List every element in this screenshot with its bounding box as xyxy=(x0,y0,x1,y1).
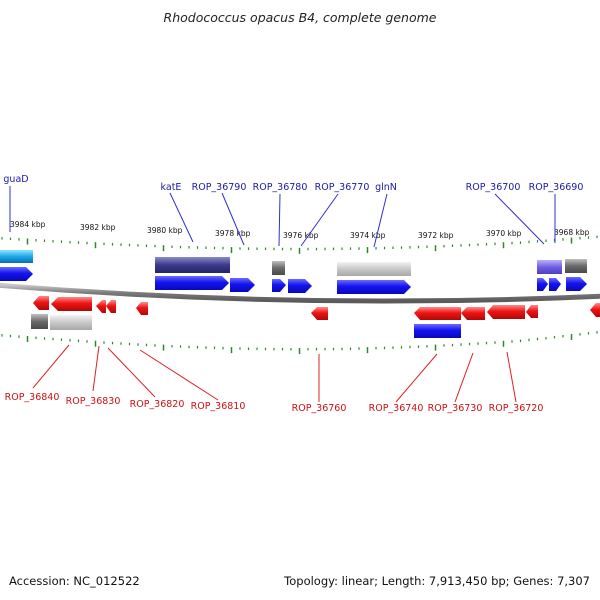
gene-label-rop-36760: ROP_36760 xyxy=(292,403,347,414)
gene-arrow-forward xyxy=(272,279,286,292)
gene-label-rop-36700: ROP_36700 xyxy=(466,182,521,193)
gene-label-rop-36780: ROP_36780 xyxy=(253,182,308,193)
upper-tick-track xyxy=(1,235,598,254)
scale-label: 3976 kbp xyxy=(283,231,319,240)
leader-line xyxy=(169,192,194,243)
gene-arrow-reverse xyxy=(51,297,92,311)
gene-arrow-reverse xyxy=(590,303,600,317)
lower-feature-track xyxy=(31,314,92,330)
leader-line xyxy=(221,192,245,246)
gene-label-guad: guaD xyxy=(3,174,28,185)
scale-label: 3978 kbp xyxy=(215,229,251,238)
gene-block-forward xyxy=(414,324,461,338)
gene-arrow-reverse xyxy=(526,305,538,318)
leader-line xyxy=(506,351,517,403)
gene-arrow-forward xyxy=(155,276,229,290)
scale-label: 3972 kbp xyxy=(418,231,454,240)
feature-block xyxy=(155,257,230,273)
gene-arrow-reverse xyxy=(414,307,461,320)
gene-label-rop-36830: ROP_36830 xyxy=(66,396,121,407)
leader-line xyxy=(395,353,438,403)
gene-arrow-forward xyxy=(549,278,561,291)
gene-arrow-reverse xyxy=(487,305,525,319)
scale-labels: 3984 kbp 3982 kbp 3980 kbp 3978 kbp 3976… xyxy=(10,220,590,240)
leader-line xyxy=(278,193,281,247)
gene-label-kate: katE xyxy=(161,182,182,193)
upper-feature-track xyxy=(0,250,587,276)
feature-block xyxy=(272,261,285,275)
genome-summary-text: Topology: linear; Length: 7,913,450 bp; … xyxy=(284,574,590,588)
leader-line xyxy=(494,193,545,245)
gene-arrow-reverse xyxy=(96,300,106,313)
gene-label-rop-36790: ROP_36790 xyxy=(192,182,247,193)
leader-line xyxy=(300,193,339,247)
leader-line xyxy=(92,345,100,392)
forward-gene-track xyxy=(0,267,587,338)
scale-label: 3970 kbp xyxy=(486,229,522,238)
gene-label-rop-36810: ROP_36810 xyxy=(191,401,246,412)
leader-line xyxy=(107,347,156,398)
gene-label-rop-36690: ROP_36690 xyxy=(529,182,584,193)
leader-line xyxy=(32,344,70,389)
leader-line xyxy=(139,349,219,401)
scale-label: 3984 kbp xyxy=(10,220,46,229)
page-title: Rhodococcus opacus B4, complete genome xyxy=(163,10,437,25)
gene-label-rop-36730: ROP_36730 xyxy=(428,403,483,414)
scale-label: 3980 kbp xyxy=(147,226,183,235)
leader-line xyxy=(373,193,388,248)
scale-label: 3974 kbp xyxy=(350,231,386,240)
gene-arrow-reverse xyxy=(311,307,328,320)
gene-label-rop-36840: ROP_36840 xyxy=(5,392,60,403)
gene-arrow-reverse xyxy=(33,296,49,310)
scale-label: 3968 kbp xyxy=(554,228,590,237)
gene-arrow-forward xyxy=(337,280,411,294)
feature-block xyxy=(337,262,411,276)
feature-block xyxy=(565,259,587,273)
lower-tick-track xyxy=(1,331,598,354)
gene-arrow-reverse xyxy=(461,307,485,320)
reverse-gene-track xyxy=(33,296,600,320)
gene-arrow-forward xyxy=(537,278,548,291)
scale-label: 3982 kbp xyxy=(80,223,116,232)
accession-text: Accession: NC_012522 xyxy=(9,574,140,588)
gene-arrow-reverse xyxy=(106,300,116,313)
gene-label-rop-36720: ROP_36720 xyxy=(489,403,544,414)
gene-label-rop-36770: ROP_36770 xyxy=(315,182,370,193)
genome-backbone xyxy=(0,282,600,304)
leader-line xyxy=(454,352,474,403)
gene-arrow-forward xyxy=(288,279,312,293)
gene-arrow-forward xyxy=(0,267,33,281)
gene-label-glnn: glnN xyxy=(375,182,397,193)
gene-arrow-forward xyxy=(230,278,255,292)
top-gene-labels: guaD katE ROP_36790 ROP_36780 ROP_36770 … xyxy=(3,174,583,193)
gene-arrow-reverse xyxy=(136,302,148,315)
feature-block xyxy=(537,260,562,274)
gene-label-rop-36740: ROP_36740 xyxy=(369,403,424,414)
top-leaders xyxy=(9,186,556,248)
feature-block xyxy=(0,250,33,263)
gene-label-rop-36820: ROP_36820 xyxy=(130,399,185,410)
feature-block xyxy=(31,314,48,329)
feature-block xyxy=(50,315,92,330)
gene-arrow-forward xyxy=(566,277,587,291)
bottom-leaders xyxy=(32,344,517,403)
bottom-gene-labels: ROP_36840 ROP_36830 ROP_36820 ROP_36810 … xyxy=(5,392,544,414)
